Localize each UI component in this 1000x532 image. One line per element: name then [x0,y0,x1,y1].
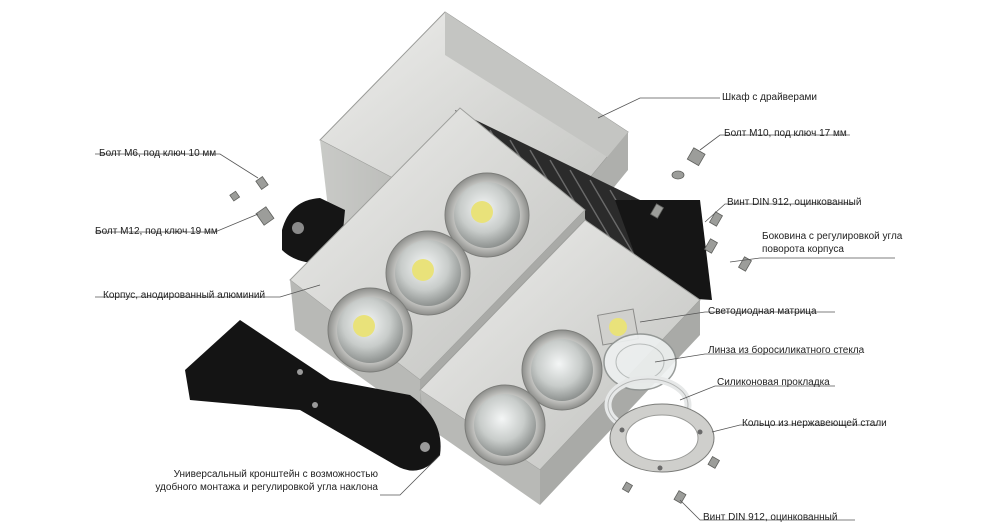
label-screw-din912-bottom: Винт DIN 912, оцинкованный [703,512,838,523]
label-bracket-2: удобного монтажа и регулировкой угла нак… [155,482,378,493]
label-steel-ring: Кольцо из нержавеющей стали [742,418,887,429]
label-led-matrix: Светодиодная матрица [708,306,817,317]
label-lens: Линза из боросиликатного стекла [708,345,865,356]
label-driver-box: Шкаф с драйверами [722,92,817,103]
mounting-bracket [185,320,441,471]
lower-lenses [464,329,603,466]
label-screw-din912-top: Винт DIN 912, оцинкованный [727,197,862,208]
label-bolt-m6: Болт М6, под ключ 10 мм [99,148,217,159]
label-side-panel-1: Боковина с регулировкой угла [762,231,903,242]
label-silicone-gasket: Силиконовая прокладка [717,377,830,388]
leader-lines [95,97,895,521]
steel-ring [609,403,715,473]
label-bolt-m10: Болт М10, под ключ 17 мм [724,128,847,139]
label-bracket-1: Универсальный кронштейн с возможностью [173,469,378,480]
label-bolt-m12: Болт М12, под ключ 19 мм [95,226,218,237]
label-housing: Корпус, анодированный алюминий [103,290,266,301]
label-side-panel-2: поворота корпуса [762,244,844,255]
upper-lenses [327,172,530,373]
bolts [229,147,753,504]
